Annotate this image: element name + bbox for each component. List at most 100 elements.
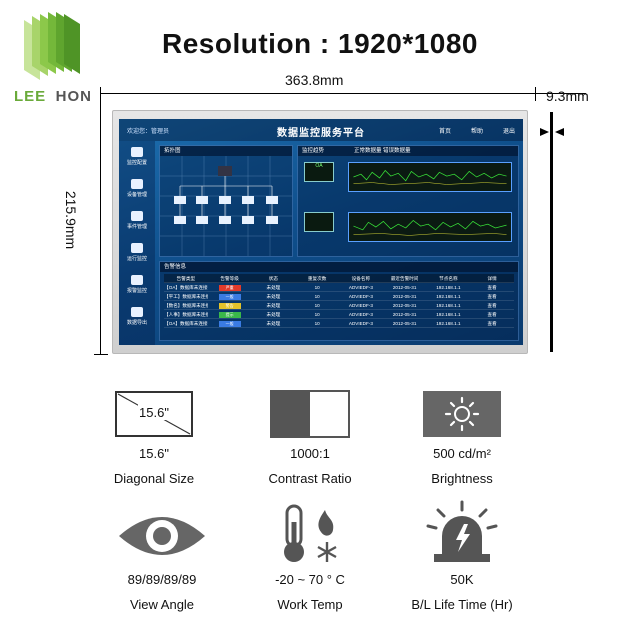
table-cell: 【OA】数据库未连接 [164,321,208,326]
table-cell: 2012-05-31 [392,294,417,299]
level-badge: 提示 [218,312,241,318]
table-cell: 192.168.1.1 [436,321,461,326]
side-item-event[interactable]: 事件管理 [123,211,151,230]
side-item-alarm[interactable]: 报警监控 [123,275,151,294]
side-item-monitor-config[interactable]: 监控配置 [123,147,151,166]
screen-nav-help[interactable]: 帮助 [471,129,484,135]
table-cell: ADVIEDF-3 [348,303,373,308]
table-cell: 【平工】数据库未连接 [164,294,208,299]
contrast-icon [270,390,350,438]
alarm-table: 告警类型 告警等级 状态 重复次数 设备名称 最近告警时间 节点名称 详情 【O… [164,274,514,328]
table-header: 节点名称 [439,276,458,281]
table-cell: 192.168.1.1 [436,285,461,290]
leehon-logo: LEE HON [14,10,92,108]
spec-diagonal-label: Diagonal Size [113,471,195,486]
logo-text-left: LEE [14,88,47,105]
screen-topbar: 欢迎您：管理员 数据监控服务平台 首页 帮助 退出 [119,119,523,141]
spec-view-angle-label: View Angle [129,597,195,612]
trend-mini-oa: OA [304,162,334,182]
level-badge: 严重 [218,285,241,291]
screen-nav-exit[interactable]: 退出 [503,129,516,135]
server-icon [218,166,232,176]
alarm-panel: 告警信息 告警类型 告警等级 状态 重复次数 设备名称 最近告警时间 节点名称 … [159,261,519,341]
height-dimension-tick-bottom [94,354,108,355]
table-cell: 2012-05-31 [392,285,417,290]
table-header: 告警等级 [220,276,239,281]
topology-diagram [160,156,292,256]
spec-diagonal-value: 15.6" [139,446,169,461]
table-cell[interactable]: 查看 [487,294,497,299]
side-item-device[interactable]: 设备管理 [123,179,151,198]
logo-text-right: HON [55,88,92,105]
spec-work-temp: -20 ~ 70 ° C Work Temp [220,504,400,612]
width-dimension-line [100,93,536,94]
spec-contrast-label: Contrast Ratio [268,471,352,486]
snowflake-icon [317,542,337,562]
table-cell: 【OA】数据库未连接 [164,285,208,290]
table-cell: 192.168.1.1 [436,303,461,308]
height-dimension-line [100,93,101,355]
list-icon [131,211,143,221]
spec-contrast-value: 1000:1 [290,446,330,461]
level-badge: 一般 [218,321,241,327]
alarm-light-icon [426,500,498,562]
alarm-icon [131,275,143,285]
alarm-title: 告警信息 [160,262,518,272]
table-cell: 10 [314,285,320,290]
trend-graph-1 [348,162,512,192]
level-badge: 警告 [218,303,241,309]
table-cell: 严重 [208,283,252,291]
table-header: 重复次数 [307,276,327,281]
table-cell: 一般 [208,319,252,327]
width-dimension-tick-right [535,87,536,101]
table-cell[interactable]: 查看 [487,285,497,290]
table-cell: ADVIEDF-3 [348,294,373,299]
monitor-bezel: 欢迎您：管理员 数据监控服务平台 首页 帮助 退出 监控配置 设备管理 事件管理… [112,110,528,354]
table-cell[interactable]: 查看 [487,303,497,308]
height-dimension-label: 215.9mm [63,190,80,250]
side-item-export[interactable]: 数据导出 [123,307,151,326]
topology-title: 拓扑图 [160,146,292,156]
table-cell: 一般 [208,292,252,300]
table-cell: 【数名】数据库未连接 [164,303,208,308]
table-cell: 提示 [208,310,252,318]
table-cell: ADVIEDF-3 [348,285,373,290]
table-cell: 警告 [208,301,252,309]
table-cell: 10 [314,294,320,299]
gear-icon [131,147,143,157]
topology-panel: 拓扑图 [159,145,293,257]
spec-contrast: 1000:1 Contrast Ratio [220,390,400,486]
trend-graph-2 [348,212,512,242]
table-cell: 【人事】数据库未连接 [164,312,208,317]
logo-leaves-icon [24,12,80,80]
table-header: 详情 [487,276,497,281]
screen-nav-home[interactable]: 首页 [439,129,452,135]
diagonal-size-icon [115,391,193,437]
spec-life-time-value: 50K [450,572,474,587]
spec-work-temp-label: Work Temp [277,597,343,612]
spec-life-time: 50K B/L Life Time (Hr) [372,500,552,612]
flame-icon [318,510,334,536]
table-cell: 10 [314,312,320,317]
table-cell[interactable]: 查看 [487,312,497,317]
spec-view-angle: 89/89/89/89 View Angle [72,508,252,612]
table-cell: 192.168.1.1 [436,312,461,317]
thermometer-icon [284,504,337,562]
monitor-icon [131,243,143,253]
screen-sidebar: 监控配置 设备管理 事件管理 运行监控 报警监控 数据导出 [119,141,155,345]
table-cell: 未处理 [266,294,281,299]
screen-user: 欢迎您：管理员 [127,129,170,135]
export-icon [131,307,143,317]
table-cell: ADVIEDF-3 [348,321,373,326]
table-cell: ADVIEDF-3 [348,312,373,317]
table-cell[interactable]: 查看 [487,321,497,326]
side-item-runtime[interactable]: 运行监控 [123,243,151,262]
table-cell: 2012-05-31 [392,312,417,317]
screen-title: 数据监控服务平台 [277,128,365,139]
